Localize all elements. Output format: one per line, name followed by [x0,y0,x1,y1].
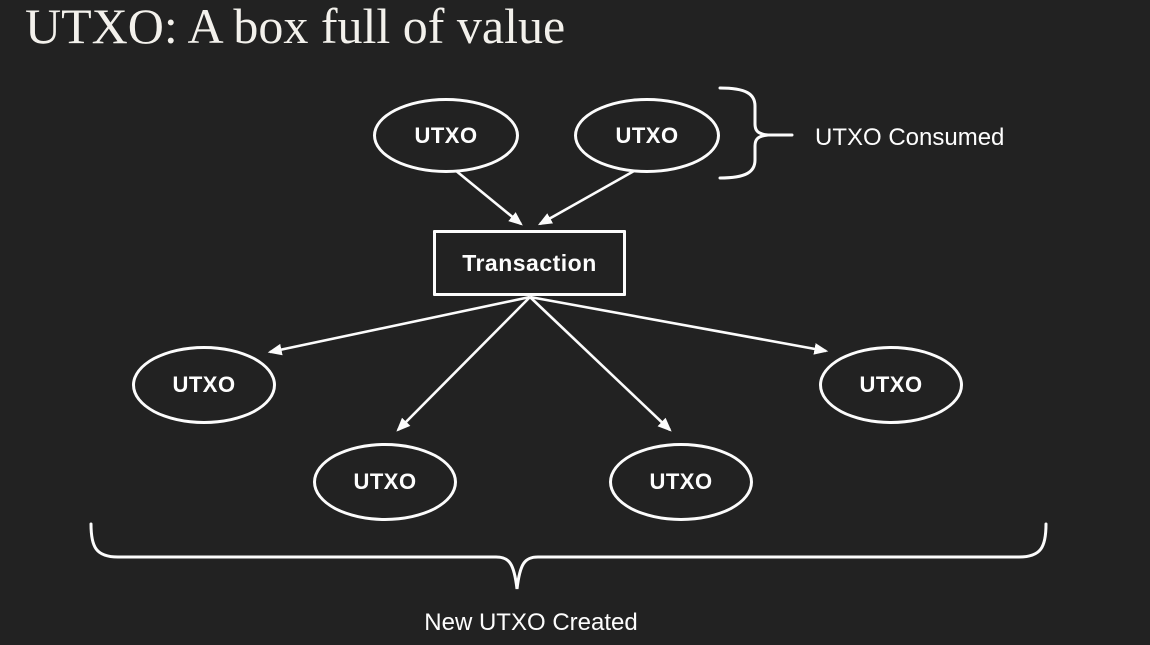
arrow-input-2-to-transaction [537,169,635,226]
utxo-output-label-1: UTXO [172,372,236,397]
arrow-transaction-to-output-4 [529,295,829,355]
utxo-input-label-2: UTXO [615,122,679,148]
new-utxo-created-label: New UTXO Created [424,609,638,636]
utxo-output-node-3: UTXO [609,443,753,521]
arrow-transaction-to-output-1 [267,295,531,356]
arrow-input-1-to-transaction [454,168,523,226]
created-brace [89,522,1048,590]
utxo-output-label-2: UTXO [353,469,417,494]
utxo-output-node-1: UTXO [132,346,276,424]
utxo-output-label-3: UTXO [649,469,713,494]
arrow-transaction-to-output-2 [396,296,531,432]
slide-title: UTXO: A box full of value [25,0,566,54]
consumed-brace [718,86,769,180]
arrow-transaction-to-output-3 [529,296,672,432]
utxo-input-node-2: UTXO [574,98,720,173]
utxo-output-label-4: UTXO [859,372,923,397]
utxo-input-label-1: UTXO [414,122,478,148]
utxo-output-node-2: UTXO [313,443,457,521]
utxo-input-node-1: UTXO [373,98,519,173]
utxo-output-node-4: UTXO [819,346,963,424]
transaction-label: Transaction [462,249,597,276]
utxo-consumed-label: UTXO Consumed [815,124,1005,151]
transaction-box: Transaction [433,230,626,296]
